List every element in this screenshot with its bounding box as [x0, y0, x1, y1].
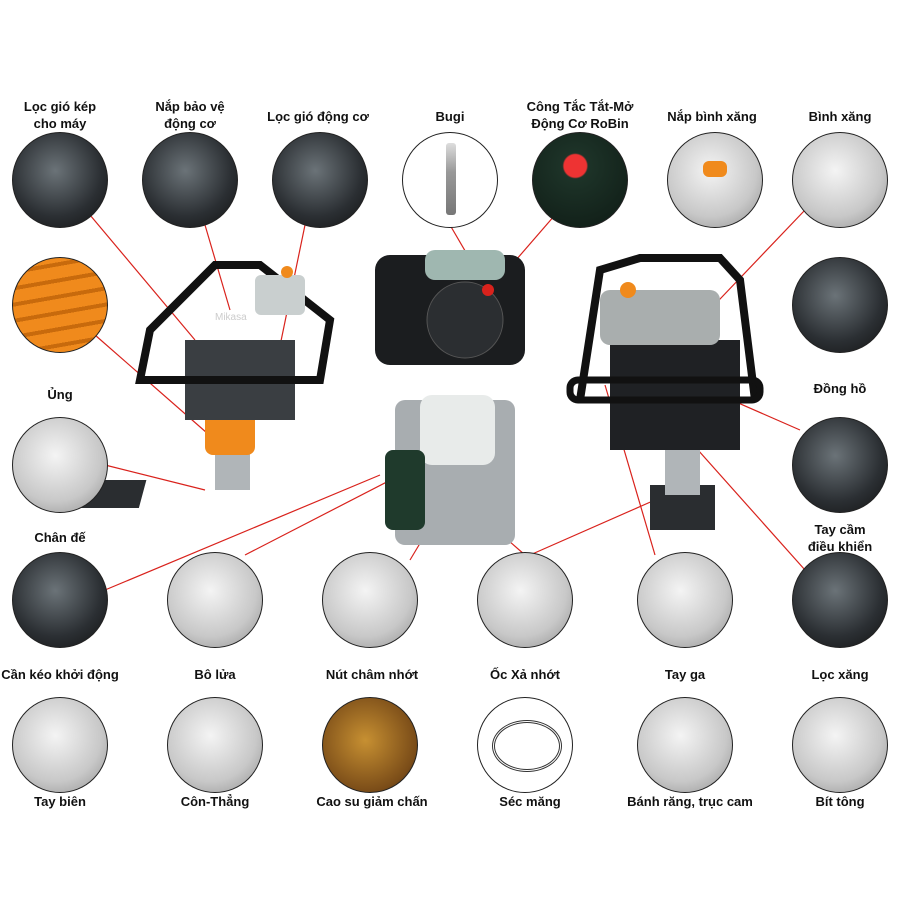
- fuel-filter-photo: [792, 552, 888, 648]
- leader-line: [94, 334, 216, 441]
- oil-drain-bolt-photo: [477, 552, 573, 648]
- label-rubber-damper: Cao su giảm chấn: [316, 794, 428, 809]
- rammer-right-image: [566, 254, 764, 530]
- gear-camshaft-photo: [637, 697, 733, 793]
- clutch-photo: [167, 697, 263, 793]
- machine-brand-text: Mikasa: [215, 312, 247, 323]
- air-filter-double-photo: [12, 132, 108, 228]
- label-base-plate: Chân đế: [34, 530, 86, 545]
- label-muffler: Bô lửa: [194, 667, 236, 682]
- label-recoil-starter: Cần kéo khởi động: [1, 667, 119, 682]
- label-boot: Ủng: [47, 387, 73, 402]
- piston-photo: [792, 697, 888, 793]
- label-clutch: Côn-Thẳng: [180, 794, 250, 809]
- base-plate-photo: [12, 417, 108, 513]
- piston-ring-photo: [477, 697, 573, 793]
- engine-bottom-image: [385, 395, 515, 545]
- label-oil-drain-bolt: Ốc Xả nhớt: [490, 667, 560, 682]
- label-fuel-tank: Bình xăng: [808, 109, 872, 124]
- fuel-cap-photo: [667, 132, 763, 228]
- throttle-photo: [637, 552, 733, 648]
- label-connecting-rod: Tay biên: [34, 794, 86, 809]
- label-piston: Bít tông: [815, 794, 865, 809]
- label-oil-fill-cap: Nút châm nhớt: [325, 667, 419, 682]
- leader-line: [104, 464, 206, 491]
- label-fuel-filter: Lọc xăng: [811, 667, 869, 682]
- label-engine-air-filter: Lọc gió động cơ: [267, 109, 369, 124]
- leader-line: [104, 474, 381, 591]
- fuel-tank-photo: [792, 132, 888, 228]
- engine-cover-photo: [142, 132, 238, 228]
- rubber-damper-photo: [322, 697, 418, 793]
- oil-fill-cap-photo: [322, 552, 418, 648]
- engine-air-filter-photo: [272, 132, 368, 228]
- leader-line: [244, 469, 411, 556]
- label-spark-plug: Bugi: [435, 109, 465, 124]
- connecting-rod-photo: [12, 697, 108, 793]
- boot-photo: [12, 257, 108, 353]
- label-throttle: Tay ga: [664, 667, 706, 682]
- label-gear-camshaft: Bánh răng, trục cam: [627, 794, 753, 809]
- engine-top-image: [375, 250, 525, 365]
- label-hour-meter: Đồng hồ: [813, 381, 867, 396]
- hour-meter-photo: [792, 257, 888, 353]
- leader-line: [529, 499, 656, 556]
- label-fuel-cap: Nắp bình xăng: [667, 109, 757, 124]
- spark-plug-photo: [402, 132, 498, 228]
- recoil-starter-photo: [12, 552, 108, 648]
- engine-switch-photo: [532, 132, 628, 228]
- label-piston-ring: Séc măng: [499, 794, 561, 809]
- muffler-photo: [167, 552, 263, 648]
- control-handle-photo: [792, 417, 888, 513]
- leader-line: [89, 214, 196, 341]
